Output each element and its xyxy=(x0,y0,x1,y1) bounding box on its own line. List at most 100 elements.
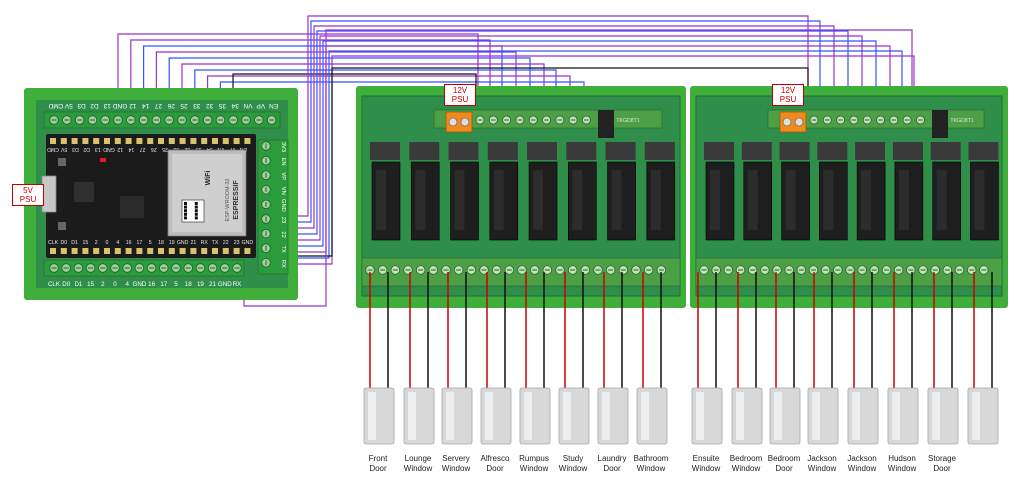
esp-top-pin-label: 35 xyxy=(218,102,226,109)
devkit-top-pin-label: D2 xyxy=(83,146,90,152)
devkit-bottom-pin-label: 16 xyxy=(126,240,132,246)
devkit-top-pin-label: EN xyxy=(240,146,247,152)
devkit-pin-top xyxy=(179,138,186,144)
sensor-label-line2: Window xyxy=(519,464,549,473)
esp-bottom-terminal-label: D1 xyxy=(74,281,82,288)
reed-sensor-highlight xyxy=(524,392,532,440)
devkit-top-pin-label: 13 xyxy=(95,146,101,152)
esp-bottom-terminal-label: D0 xyxy=(62,281,70,288)
relay-highlight xyxy=(936,170,947,230)
reed-sensor-highlight xyxy=(408,392,416,440)
esp-right-terminal-label: RX xyxy=(280,260,286,268)
devkit-top-pin-label: 27 xyxy=(140,146,146,152)
qr-dot xyxy=(184,202,187,205)
devkit-bottom-pin-label: CLK xyxy=(48,240,59,246)
reed-sensor-highlight xyxy=(485,392,493,440)
devkit-pin-top xyxy=(244,138,251,144)
esp-top-pin-label: 13 xyxy=(103,102,111,109)
relay-driver-chip xyxy=(598,110,614,138)
devkit-top-pin-label: 33 xyxy=(173,146,179,152)
relay-highlight xyxy=(572,170,583,230)
reed-sensor-highlight xyxy=(774,392,782,440)
sensor-label-line1: Hudson xyxy=(888,454,916,463)
qr-dot xyxy=(194,202,198,205)
devkit-pin-top xyxy=(93,138,100,144)
sensor-label-line1: Front xyxy=(368,454,388,463)
relay-highlight xyxy=(710,170,720,230)
relay-highlight xyxy=(823,170,834,230)
signal-wire-b xyxy=(288,40,877,247)
devkit-pin-bottom xyxy=(158,248,164,254)
reed-sensor-highlight xyxy=(368,392,376,440)
devkit-pin-top xyxy=(190,138,197,144)
esp-top-pin-label: VN xyxy=(243,102,252,109)
en-button xyxy=(58,222,66,230)
esp-bottom-terminal-label: 19 xyxy=(197,281,204,288)
signal-wire-a xyxy=(117,33,479,116)
devkit-pin-top xyxy=(233,138,240,144)
relay-base-cap xyxy=(779,142,810,160)
devkit-pin-bottom xyxy=(168,248,175,254)
sensor-label-line1: Bedroom xyxy=(767,454,801,463)
devkit-pin-top xyxy=(168,138,175,144)
devkit-top-pin-label: 14 xyxy=(128,146,134,152)
sensor-label-line2: Door xyxy=(486,464,504,473)
signal-wire-b xyxy=(288,35,863,241)
devkit-bottom-pin-label: D1 xyxy=(71,240,78,246)
relay-base-cap xyxy=(409,142,440,160)
devkit-bottom-pin-label: 23 xyxy=(234,240,240,246)
sensor-label-line2: Window xyxy=(807,464,837,473)
sensor-label-line2: Door xyxy=(603,464,621,473)
devkit-bottom-pin-label: D0 xyxy=(60,240,67,246)
relay-highlight xyxy=(415,170,426,230)
relay-base-cap xyxy=(968,142,999,160)
relay-base-cap xyxy=(817,142,848,160)
esp-top-pin-label: 33 xyxy=(193,102,201,109)
esp-right-terminal-label: 22 xyxy=(280,231,286,237)
sensor-label-line1: Lounge xyxy=(404,454,432,463)
devkit-pin-bottom xyxy=(190,248,197,254)
esp-bottom-terminal-label: 17 xyxy=(160,281,167,288)
qr-dot xyxy=(184,212,187,216)
devkit-pin-top xyxy=(125,138,132,144)
qr-code xyxy=(181,199,205,223)
reed-sensor-highlight xyxy=(696,392,704,440)
devkit-bottom-pin-label: GND xyxy=(177,240,189,246)
esp-top-pin-label: D3 xyxy=(77,102,86,109)
wroom-model-text: ESP-WROOM-32 xyxy=(225,178,231,221)
sensor-label-line2: Window xyxy=(441,464,471,473)
relay-power-terminal xyxy=(445,111,473,133)
esp-right-terminal-label: GND xyxy=(280,199,286,212)
qr-dot xyxy=(194,205,198,209)
relay-highlight xyxy=(454,170,465,230)
signal-wire-b xyxy=(288,20,821,223)
esp-top-pin-label: D2 xyxy=(90,102,99,109)
devkit-pin-bottom xyxy=(125,248,132,254)
esp-bottom-terminal-label: GND xyxy=(133,281,147,288)
sensor-label-line1: Study xyxy=(562,454,584,463)
devkit-pin-top xyxy=(212,138,218,144)
devkit-pin-bottom xyxy=(50,248,56,254)
devkit-top-pin-label: VP xyxy=(228,146,235,152)
relay-highlight xyxy=(493,170,504,230)
relay-highlight xyxy=(376,170,386,230)
esp-top-pin-label: VP xyxy=(256,102,265,109)
reed-sensors xyxy=(363,387,999,445)
power-screw xyxy=(794,117,804,127)
devkit-top-pin-label: 26 xyxy=(151,146,157,152)
usb-port xyxy=(41,175,57,213)
relay-input-terminal xyxy=(767,109,985,129)
signal-wire-b xyxy=(288,55,915,265)
reed-sensor-highlight xyxy=(602,392,610,440)
esp-bottom-terminal-label: 2 xyxy=(101,281,105,288)
relay-highlight xyxy=(533,170,544,230)
power-screw xyxy=(782,117,792,127)
devkit-top-pin-label: 12 xyxy=(117,146,123,152)
relay-power-terminal xyxy=(779,111,807,133)
